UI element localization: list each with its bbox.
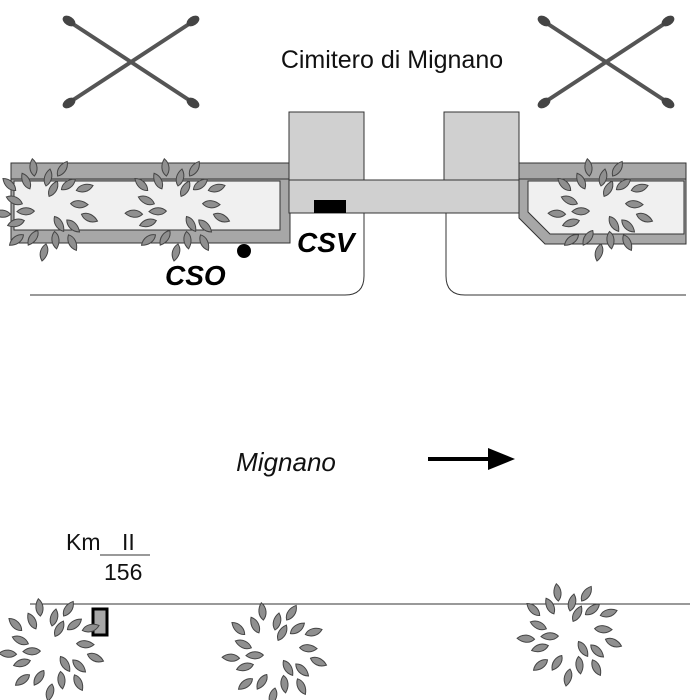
tree-icon — [517, 583, 623, 686]
tree-icon — [0, 598, 105, 700]
gate-pillar-left — [288, 111, 365, 181]
road-edge-right — [445, 213, 686, 296]
km-number: 156 — [104, 559, 142, 585]
arrow-right-icon — [428, 448, 515, 470]
direction-label: Mignano — [236, 447, 336, 477]
milestone-icon — [91, 607, 109, 637]
road-edge-left — [30, 213, 365, 296]
cso-marker — [237, 244, 251, 258]
km-label: Km II 156 — [66, 529, 150, 585]
floodlight-icon — [58, 11, 204, 113]
floodlight-icon — [533, 11, 679, 113]
cso-label: CSO — [165, 260, 226, 291]
tree-icon — [222, 602, 328, 700]
map-title: Cimitero di Mignano — [281, 46, 503, 74]
cemetery-gate — [288, 111, 520, 214]
gate-beam — [288, 179, 520, 214]
gate-pillar-right — [443, 111, 520, 181]
km-roman: II — [122, 529, 135, 555]
csv-label: CSV — [297, 227, 357, 258]
csv-marker — [314, 200, 346, 213]
km-prefix: Km — [66, 529, 101, 555]
